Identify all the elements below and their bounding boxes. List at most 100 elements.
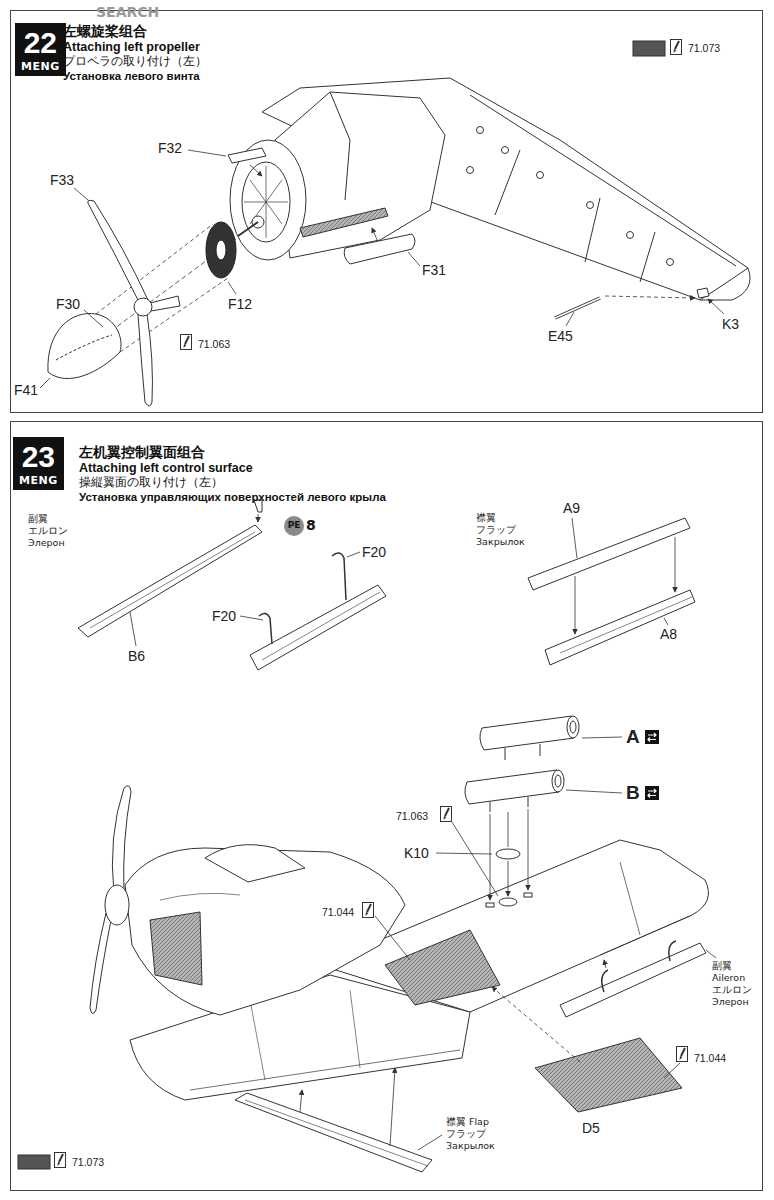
part-number: F32 — [158, 140, 182, 156]
aircraft-wing — [385, 930, 500, 1005]
leader-line — [452, 822, 498, 896]
step-panel: 左机翼控制翼面组合Attaching left control surface操… — [10, 421, 763, 1191]
paint-chip — [677, 1047, 688, 1062]
guide-line — [605, 296, 695, 298]
aircraft-wing — [495, 150, 655, 282]
drop-tank — [505, 744, 540, 760]
drop-tank — [465, 716, 579, 859]
flap-part — [560, 597, 692, 653]
guide-line — [604, 960, 606, 968]
control-surface — [560, 943, 706, 1017]
brand-logo: MENG — [21, 61, 60, 74]
step-badge: 23MENG — [13, 437, 64, 490]
leader-line — [130, 518, 716, 1150]
aircraft-wing — [250, 990, 360, 1080]
step-title-ja: プロペラの取り付け（左） — [63, 55, 207, 69]
part-number: D5 — [582, 1120, 600, 1136]
leader-line — [566, 312, 574, 326]
fuselage — [205, 845, 305, 882]
paint-code: 71.063 — [198, 338, 230, 350]
spinner-backplate — [206, 222, 236, 278]
propeller — [105, 885, 129, 925]
aircraft-wing — [262, 78, 750, 300]
fuselage — [300, 208, 388, 237]
aircraft-wing — [627, 232, 634, 239]
part-name: 副翼 エルロン Элерон — [28, 513, 68, 549]
part-name: 襟翼 Flap フラップ Закрылок — [446, 1116, 495, 1152]
part-number: F12 — [228, 296, 252, 312]
propeller — [90, 786, 131, 1014]
leader-line — [40, 150, 724, 388]
leader-line — [375, 916, 410, 960]
drop-tank — [555, 775, 561, 787]
leader-line — [566, 790, 622, 793]
step-number: 23 — [19, 440, 58, 475]
fuselage — [330, 92, 350, 200]
control-surface — [602, 970, 608, 992]
leader-line — [408, 252, 420, 266]
part-number: F41 — [14, 382, 38, 398]
part-number: F33 — [50, 172, 74, 188]
paint-chip — [671, 40, 682, 55]
guide-line — [390, 1068, 395, 1146]
spinner-backplate — [206, 222, 236, 278]
guide-line — [372, 228, 378, 242]
aircraft-wing — [190, 1050, 460, 1090]
propeller — [138, 314, 152, 406]
spinner-backplate — [216, 240, 226, 260]
drop-tank — [496, 849, 520, 859]
drop-tank — [570, 721, 576, 733]
spinner — [56, 335, 112, 360]
leader-line — [347, 552, 360, 557]
drop-tank — [480, 716, 574, 750]
propeller — [150, 296, 180, 311]
part-name: 襟翼 フラップ Закрылок — [476, 512, 525, 548]
drop-tank — [465, 770, 559, 804]
guide-line — [508, 861, 509, 896]
paint-code: 71.063 — [396, 810, 428, 822]
leader-line — [84, 310, 103, 327]
control-surface — [669, 941, 676, 961]
leader-line — [130, 612, 136, 646]
small-part — [228, 148, 709, 318]
control-surface — [235, 1093, 432, 1172]
drop-tank — [567, 716, 579, 738]
small-part — [555, 298, 600, 318]
aileron-part — [259, 613, 272, 644]
pe-label: PE — [288, 521, 301, 531]
leader-line — [664, 1063, 680, 1078]
drop-tank — [552, 770, 564, 792]
propeller — [90, 913, 112, 1014]
aircraft-wing — [262, 78, 750, 300]
guide-line — [258, 514, 675, 1146]
paint-chip — [18, 730, 688, 1169]
pe-number: 8 — [306, 518, 316, 533]
part-number: F20 — [212, 608, 236, 624]
leader-line — [436, 853, 492, 854]
step-title-ja: 操縦翼面の取り付け（左） — [79, 476, 223, 490]
paint-chip — [645, 730, 659, 744]
aircraft-wing — [470, 95, 736, 266]
aircraft-wing — [486, 903, 494, 907]
guide-line — [258, 514, 259, 522]
guide-line — [250, 165, 262, 176]
aileron-part — [78, 525, 262, 637]
aircraft-wing — [502, 147, 509, 154]
leader-line — [572, 518, 577, 558]
leader-line — [188, 150, 226, 156]
control-surface — [535, 1038, 682, 1112]
part-number: K10 — [404, 845, 429, 861]
flap-part — [545, 590, 695, 665]
propeller — [112, 786, 131, 895]
step-number: 22 — [21, 26, 60, 61]
guide-line — [528, 809, 529, 890]
aileron-part — [250, 585, 386, 670]
brand-logo: MENG — [19, 475, 58, 488]
guide-line — [575, 576, 576, 634]
control-surface — [245, 1100, 428, 1166]
guide-line — [85, 165, 695, 352]
leader-line — [418, 1135, 442, 1150]
step-title-ru: Установка управляющих поверхностей левог… — [79, 491, 386, 504]
leader-line — [664, 618, 668, 625]
